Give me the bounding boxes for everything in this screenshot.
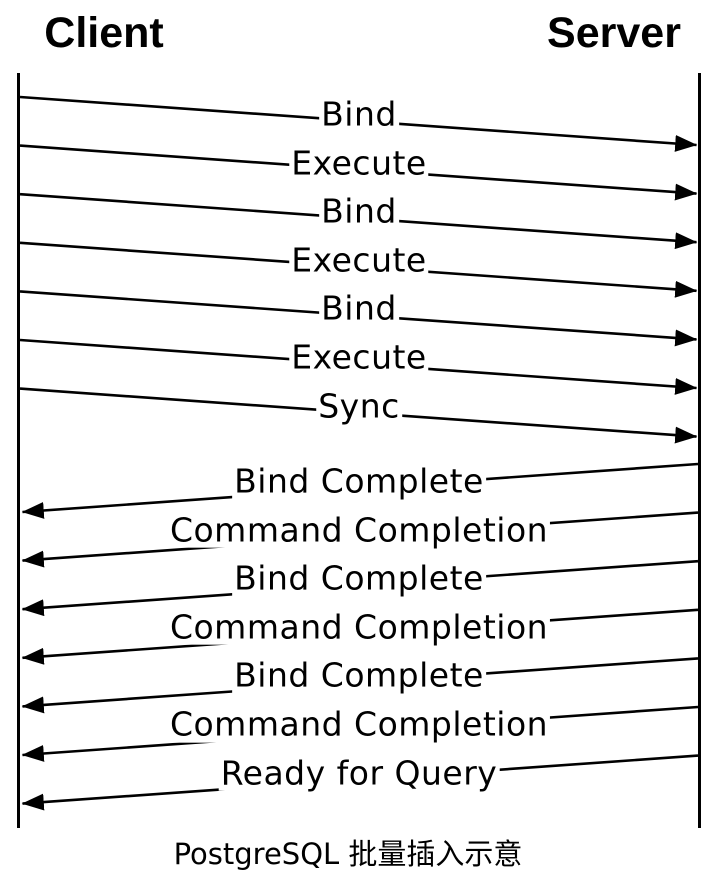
message-label: Command Completion: [167, 607, 551, 647]
message-label: Execute: [289, 143, 429, 183]
message-label: Bind: [319, 191, 399, 231]
message-label: Bind Complete: [232, 656, 486, 696]
message-label: Bind: [319, 94, 399, 134]
server-title: Server: [547, 9, 681, 57]
message-label: Bind Complete: [232, 558, 486, 598]
diagram-caption: PostgreSQL 批量插入示意: [173, 837, 523, 871]
message-label: Command Completion: [167, 704, 551, 744]
message-label: Execute: [289, 240, 429, 280]
message-label: Bind: [319, 289, 399, 329]
message-label: Command Completion: [167, 510, 551, 550]
message-label: Bind Complete: [232, 461, 486, 501]
message-label: Execute: [289, 337, 429, 377]
message-label: Ready for Query: [218, 753, 500, 793]
client-title: Client: [44, 9, 164, 57]
message-label: Sync: [316, 386, 402, 426]
